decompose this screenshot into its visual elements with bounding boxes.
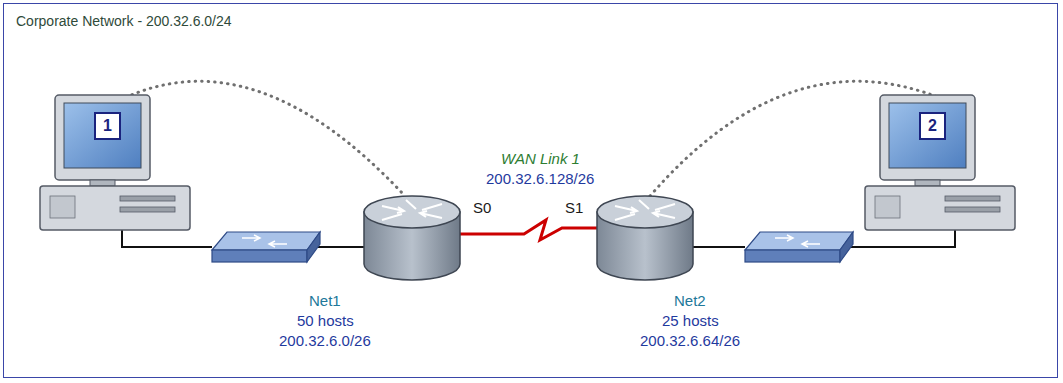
host-count: 25 hosts — [662, 312, 719, 330]
computer-icon — [865, 95, 1015, 230]
router-icon — [364, 196, 460, 280]
screen-callout: 2 — [919, 112, 946, 140]
screen-callout: 1 — [94, 112, 121, 140]
wan-serial-link — [460, 220, 600, 240]
callout-number: 2 — [928, 117, 937, 135]
link-name: WAN Link 1 — [501, 150, 580, 168]
callout-number: 1 — [103, 117, 112, 135]
interface-name: S0 — [473, 199, 491, 217]
network-address: 200.32.6.128/26 — [486, 170, 594, 188]
computer-icon — [40, 95, 190, 230]
network-name: Net1 — [309, 292, 341, 310]
diagram-title: Corporate Network - 200.32.6.0/24 — [16, 12, 232, 30]
router-icon — [597, 196, 693, 280]
host-count: 50 hosts — [297, 312, 354, 330]
switch-icon — [745, 232, 853, 262]
network-address: 200.32.6.0/26 — [279, 332, 371, 350]
interface-name: S1 — [565, 199, 583, 217]
switch-icon — [212, 232, 320, 262]
network-address: 200.32.6.64/26 — [640, 332, 740, 350]
network-name: Net2 — [674, 292, 706, 310]
dotted-association — [120, 81, 945, 196]
